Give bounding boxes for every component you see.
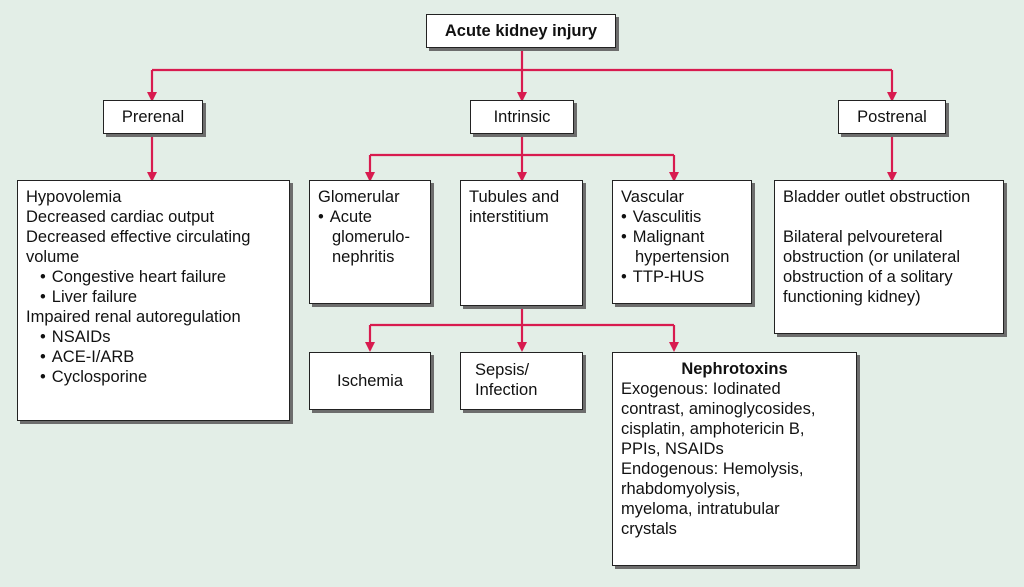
glomerular-item-line-2: glomerulo-: [332, 228, 410, 246]
cause-nsaids: NSAIDs: [26, 327, 281, 347]
node-postrenal: Postrenal: [838, 100, 946, 134]
postrenal-bilateral-line-3: obstruction of a solitary: [783, 268, 953, 286]
tubules-title-line-1: Tubules and: [469, 188, 560, 206]
node-tubules-interstitium: Tubules and interstitium: [460, 180, 583, 306]
postrenal-bilateral-line-1: Bilateral pelvoureteral: [783, 228, 943, 246]
cause-decreased-cardiac-output: Decreased cardiac output: [26, 208, 215, 226]
nephrotoxins-line-5: Endogenous: Hemolysis,: [621, 460, 804, 478]
node-glomerular: Glomerular Acute glomerulo- nephritis: [309, 180, 431, 304]
tubules-title-line-2: interstitium: [469, 208, 549, 226]
postrenal-bilateral-line-2: obstruction (or unilateral: [783, 248, 961, 266]
cause-decreased-ecv-line-2: volume: [26, 248, 80, 266]
vascular-item-malignant-line-2: hypertension: [635, 248, 730, 266]
node-acute-kidney-injury: Acute kidney injury: [426, 14, 616, 48]
node-vascular: Vascular Vasculitis Malignant hypertensi…: [612, 180, 752, 304]
connector-root-bus: [152, 48, 892, 72]
glomerular-item-acute: Acute: [318, 207, 422, 227]
root-label: Acute kidney injury: [444, 22, 598, 40]
postrenal-bilateral-line-4: functioning kidney): [783, 288, 921, 306]
node-postrenal-causes: Bladder outlet obstruction Bilateral pel…: [774, 180, 1004, 334]
node-intrinsic: Intrinsic: [470, 100, 574, 134]
ischemia-label: Ischemia: [336, 372, 404, 390]
nephrotoxins-line-1: Exogenous: Iodinated: [621, 380, 781, 398]
cause-hypovolemia: Hypovolemia: [26, 188, 122, 206]
nephrotoxins-line-6: rhabdomyolysis,: [621, 480, 741, 498]
nephrotoxins-line-8: crystals: [621, 520, 677, 538]
nephrotoxins-line-4: PPIs, NSAIDs: [621, 440, 724, 458]
cause-liver-failure: Liver failure: [26, 287, 281, 307]
intrinsic-label: Intrinsic: [493, 108, 551, 126]
node-nephrotoxins: Nephrotoxins Exogenous: Iodinated contra…: [612, 352, 857, 566]
cause-cyclosporine: Cyclosporine: [26, 367, 281, 387]
cause-decreased-ecv-line-1: Decreased effective circulating: [26, 228, 251, 246]
postrenal-label: Postrenal: [857, 108, 927, 126]
vascular-item-ttp-hus: TTP-HUS: [621, 267, 743, 287]
vascular-item-vasculitis: Vasculitis: [621, 207, 743, 227]
node-prerenal: Prerenal: [103, 100, 203, 134]
node-ischemia: Ischemia: [309, 352, 431, 410]
glomerular-item-line-3: nephritis: [332, 248, 395, 266]
nephrotoxins-line-3: cisplatin, amphotericin B,: [621, 420, 805, 438]
prerenal-label: Prerenal: [121, 108, 185, 126]
node-sepsis-infection: Sepsis/ Infection: [460, 352, 583, 410]
nephrotoxins-title: Nephrotoxins: [681, 360, 788, 378]
cause-congestive-heart-failure: Congestive heart failure: [26, 267, 281, 287]
vascular-item-malignant: Malignant: [621, 227, 743, 247]
connector-tubules-bus: [370, 306, 674, 327]
sepsis-line-2: Infection: [475, 381, 538, 399]
nephrotoxins-line-7: myeloma, intratubular: [621, 500, 780, 518]
node-prerenal-causes: Hypovolemia Decreased cardiac output Dec…: [17, 180, 290, 421]
vascular-title: Vascular: [621, 188, 684, 206]
connector-intrinsic-bus: [370, 134, 674, 157]
cause-ace-arb: ACE-I/ARB: [26, 347, 281, 367]
cause-impaired-autoregulation: Impaired renal autoregulation: [26, 308, 241, 326]
nephrotoxins-line-2: contrast, aminoglycosides,: [621, 400, 816, 418]
postrenal-bladder-outlet: Bladder outlet obstruction: [783, 188, 971, 206]
sepsis-line-1: Sepsis/: [475, 361, 530, 379]
glomerular-title: Glomerular: [318, 188, 400, 206]
